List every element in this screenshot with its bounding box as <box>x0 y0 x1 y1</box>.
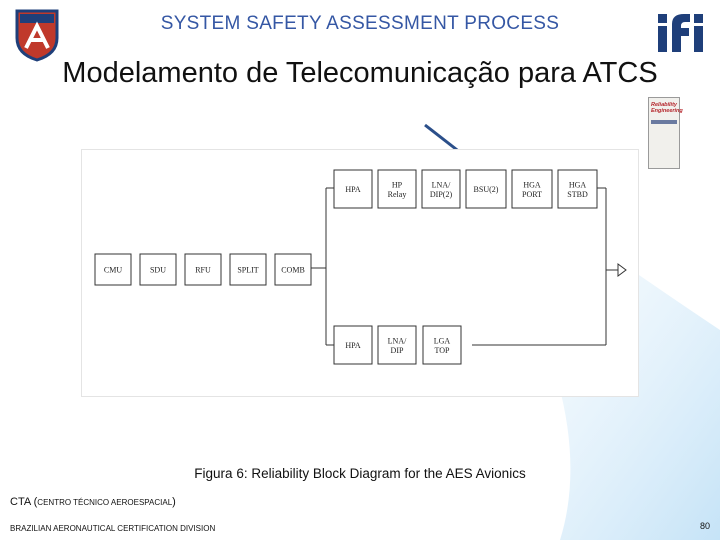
block-lga-top <box>422 325 462 365</box>
footer-division: BRAZILIAN AERONAUTICAL CERTIFICATION DIV… <box>10 524 216 533</box>
book-cover-image: Reliability Engineering <box>648 97 683 169</box>
footer-org-suffix: ) <box>172 496 176 508</box>
block-comb <box>274 253 312 286</box>
footer-organization: CTA (CENTRO TÉCNICO AEROESPACIAL) <box>10 496 176 508</box>
block-hga-port <box>511 169 553 209</box>
block-label: HPA <box>345 185 360 194</box>
block-label: LNA/DIP(2) <box>430 181 453 200</box>
block-label: BSU(2) <box>474 185 499 194</box>
book-band <box>651 120 677 124</box>
block-label: HPA <box>345 341 360 350</box>
block-label: SDU <box>150 266 166 275</box>
block-sdu <box>139 253 177 286</box>
block-label: LNA/DIP <box>388 337 407 356</box>
slide-title: Modelamento de Telecomunicação para ATCS <box>62 57 658 89</box>
page-number: 80 <box>699 521 710 531</box>
ifi-logo <box>656 10 706 54</box>
figure-caption: Figura 6: Reliability Block Diagram for … <box>194 466 526 481</box>
block-hpa-upper <box>333 169 373 209</box>
header-title: SYSTEM SAFETY ASSESSMENT PROCESS <box>160 13 560 34</box>
block-rfu <box>184 253 222 286</box>
book-title: Reliability Engineering <box>651 102 683 114</box>
block-lna-dip-2 <box>421 169 461 209</box>
block-label: RFU <box>195 266 211 275</box>
cta-logo <box>14 8 60 62</box>
block-hpa-lower <box>333 325 373 365</box>
block-hp-relay <box>377 169 417 209</box>
block-bsu-2 <box>465 169 507 209</box>
footer-org-prefix: CTA ( <box>10 496 38 508</box>
block-split <box>229 253 267 286</box>
block-label: COMB <box>281 266 305 275</box>
footer-org-name: CENTRO TÉCNICO AEROESPACIAL <box>37 498 173 507</box>
block-lna-dip <box>377 325 417 365</box>
block-label: SPLIT <box>237 266 258 275</box>
block-cmu <box>94 253 132 286</box>
block-hga-stbd <box>557 169 598 209</box>
output-arrow-icon <box>617 263 627 277</box>
block-label: CMU <box>104 266 122 275</box>
